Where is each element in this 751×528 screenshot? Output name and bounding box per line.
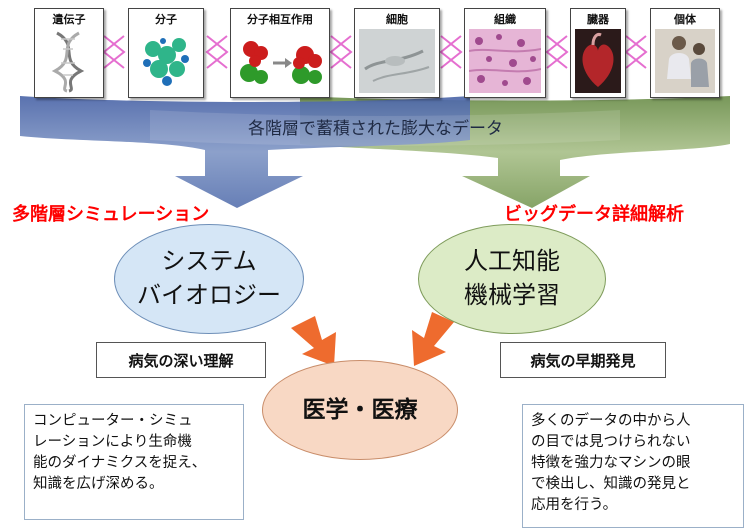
systems-biology-line2: バイオロジー [137, 281, 281, 309]
ai-line1: 人工知能 [464, 247, 560, 276]
hierarchy-interaction: 分子相互作用 [230, 8, 330, 98]
molecule-icon [133, 29, 199, 93]
ai-description: 多くのデータの中から人 の目では見つけられない 特徴を強力なマシンの眼 で検出し… [522, 404, 744, 528]
tissue-icon [469, 29, 541, 93]
heart-organ-icon [575, 29, 621, 93]
medicine-label: 医学・医療 [302, 396, 418, 423]
deep-understanding-label: 病気の深い理解 [96, 342, 266, 378]
cell-icon [359, 29, 435, 93]
hierarchy-cell: 細胞 [354, 8, 440, 98]
hierarchy-label: 個体 [674, 13, 696, 26]
left-title: 多階層シミュレーション [12, 204, 210, 225]
hierarchy-label: 組織 [494, 13, 516, 26]
hierarchy-label: 分子 [155, 13, 177, 26]
hierarchy-individual: 個体 [650, 8, 720, 98]
hierarchy-label: 細胞 [386, 13, 408, 26]
early-detection-label: 病気の早期発見 [500, 342, 666, 378]
molecular-interaction-icon [235, 29, 325, 93]
right-title: ビッグデータ詳細解析 [504, 204, 684, 225]
hierarchy-label: 分子相互作用 [247, 13, 313, 26]
hierarchy-label: 遺伝子 [52, 13, 86, 26]
orange-arrow-left [291, 316, 336, 366]
data-banner: 各階層で蓄積された膨大なデータ [248, 119, 503, 139]
medicine-ellipse: 医学・医療 [262, 360, 458, 460]
systems-biology-ellipse: システム バイオロジー [114, 224, 304, 334]
systems-biology-line1: システム [161, 247, 257, 276]
orange-arrow-right [412, 312, 454, 366]
ai-ml-ellipse: 人工知能 機械学習 [418, 224, 606, 334]
dna-icon [39, 29, 99, 93]
blue-flow-arrow [20, 96, 470, 208]
hierarchy-molecule: 分子 [128, 8, 204, 98]
hierarchy-connectors [102, 35, 648, 69]
person-icon [655, 29, 715, 93]
simulation-description: コンピューター・シミュ レーションにより生命機 能のダイナミクスを捉え、 知識を… [24, 404, 244, 520]
hierarchy-organ: 臓器 [570, 8, 626, 98]
hierarchy-label: 臓器 [587, 13, 609, 26]
ai-line2: 機械学習 [464, 281, 560, 309]
hierarchy-gene: 遺伝子 [34, 8, 104, 98]
hierarchy-tissue: 組織 [464, 8, 546, 98]
